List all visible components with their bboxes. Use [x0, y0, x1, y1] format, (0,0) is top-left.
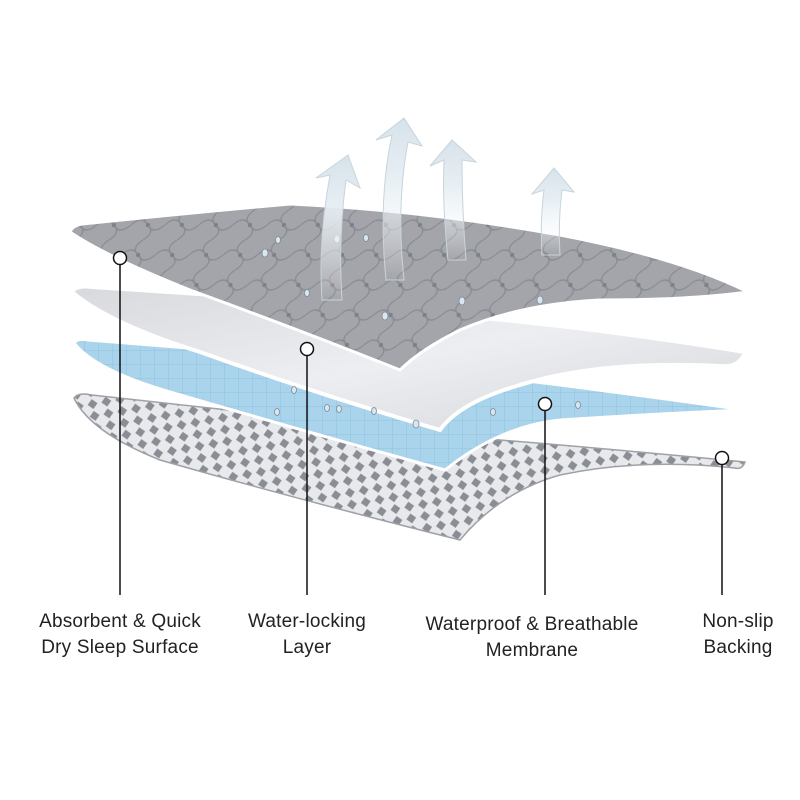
label-backing: Non-slip Backing: [702, 611, 774, 658]
sleep-surface-layer: [68, 202, 754, 372]
label-membrane: Waterproof & Breathable Membrane: [425, 614, 639, 661]
label-water-locking-layer: Water-locking Layer: [247, 611, 367, 658]
label-sleep-surface: Absorbent & Quick Dry Sleep Surface: [39, 611, 201, 658]
leader-marker-icon: [112, 250, 730, 595]
breathable-airflow-arrow-icon: [315, 117, 576, 301]
